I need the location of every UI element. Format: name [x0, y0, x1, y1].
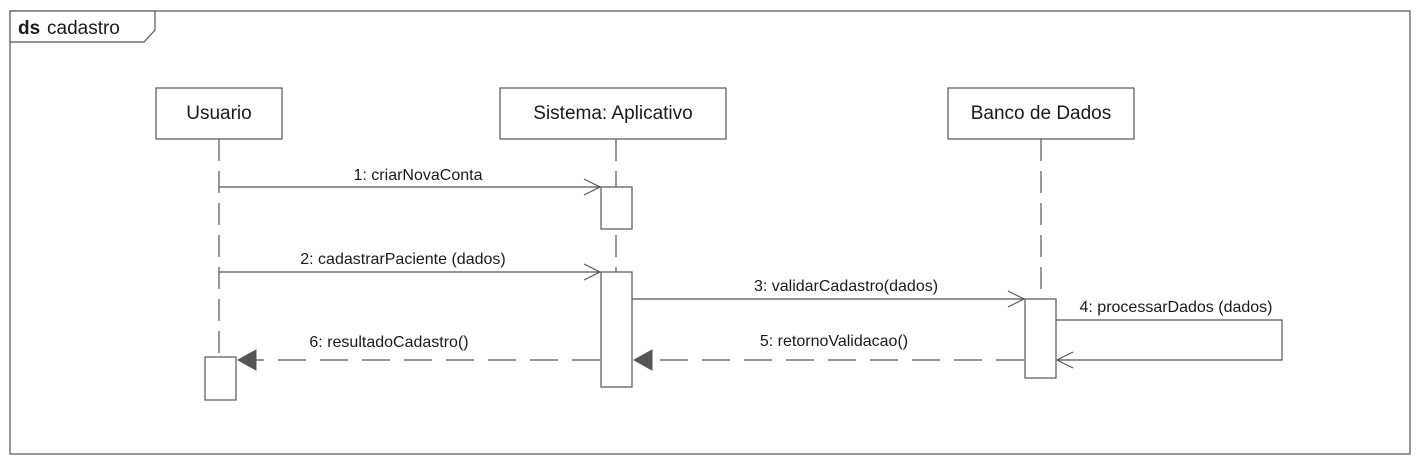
lifeline-label-banco: Banco de Dados [971, 103, 1112, 124]
message-2-label: 2: cadastrarPaciente (dados) [300, 251, 505, 268]
frame-keyword: ds [18, 18, 40, 39]
lifeline-banco[interactable]: Banco de Dados [947, 87, 1135, 378]
message-6[interactable]: 6: resultadoCadastro() [236, 334, 600, 371]
frame-name: cadastro [47, 18, 120, 39]
message-6-label: 6: resultadoCadastro() [309, 334, 468, 351]
activation-banco [1024, 298, 1057, 379]
lifeline-head-sistema[interactable] [499, 87, 727, 140]
frame-tab [9, 10, 156, 43]
message-2[interactable]: 2: cadastrarPaciente (dados) [219, 251, 602, 281]
lifeline-head-banco[interactable] [947, 87, 1135, 140]
lifeline-sistema[interactable]: Sistema: Aplicativo [499, 87, 727, 388]
message-3-arrowhead [1007, 290, 1026, 308]
message-2-arrowhead [583, 263, 602, 281]
message-4-line [1056, 319, 1283, 361]
message-5-arrowhead [632, 349, 653, 371]
message-5-label: 5: retornoValidacao() [760, 333, 908, 350]
lifeline-label-sistema: Sistema: Aplicativo [533, 103, 692, 124]
activation-sistema-2 [600, 271, 633, 388]
activation-usuario [204, 356, 237, 401]
lifeline-label-usuario: Usuario [186, 103, 251, 124]
activation-sistema-1 [600, 186, 633, 230]
message-3-label: 3: validarCadastro(dados) [754, 278, 938, 295]
message-3[interactable]: 3: validarCadastro(dados) [632, 278, 1026, 308]
message-1[interactable]: 1: criarNovaConta [219, 167, 602, 196]
message-1-arrowhead [583, 178, 602, 196]
diagram-frame [9, 10, 1411, 455]
lifeline-usuario[interactable]: Usuario [155, 87, 283, 358]
message-4-label: 4: processarDados (dados) [1080, 299, 1273, 316]
message-5[interactable]: 5: retornoValidacao() [632, 333, 1024, 371]
lifeline-head-usuario[interactable] [155, 87, 283, 140]
message-6-arrowhead [236, 349, 257, 371]
message-4-arrowhead [1055, 351, 1074, 369]
message-1-label: 1: criarNovaConta [354, 167, 483, 184]
message-4[interactable]: 4: processarDados (dados) [1055, 299, 1283, 369]
